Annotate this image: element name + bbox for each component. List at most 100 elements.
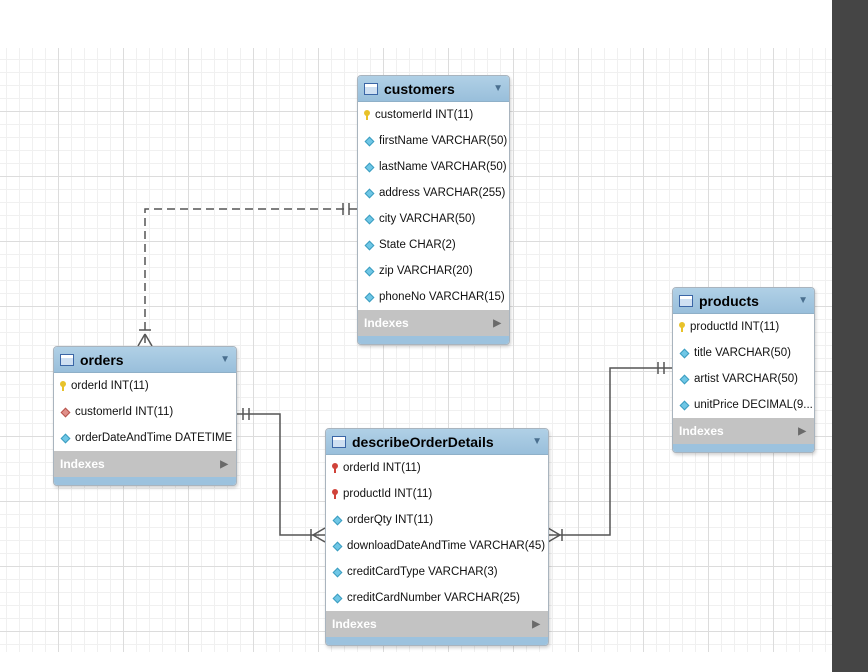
column-label: productId INT(11) (343, 488, 433, 500)
table-header[interactable]: describeOrderDetails ▼ (326, 429, 548, 455)
column-label: artist VARCHAR(50) (694, 373, 798, 385)
expand-arrow-icon[interactable]: ▶ (220, 458, 228, 470)
collapse-arrow-icon[interactable]: ▼ (220, 354, 230, 365)
column-row[interactable]: downloadDateAndTime VARCHAR(45) (326, 533, 548, 559)
indexes-label: Indexes (679, 424, 724, 438)
column-icon (679, 374, 690, 384)
expand-arrow-icon[interactable]: ▶ (493, 317, 501, 329)
table-footer (326, 637, 548, 645)
column-label: orderId INT(11) (71, 380, 149, 392)
table-icon (364, 82, 378, 95)
table-icon (332, 435, 346, 448)
column-row[interactable]: unitPrice DECIMAL(9... (673, 392, 814, 418)
column-row[interactable]: creditCardType VARCHAR(3) (326, 559, 548, 585)
column-label: orderQty INT(11) (347, 514, 434, 526)
column-icon (364, 162, 375, 172)
table-footer (54, 477, 236, 485)
table-name: orders (80, 351, 124, 368)
column-label: lastName VARCHAR(50) (379, 161, 507, 173)
column-row[interactable]: orderDateAndTime DATETIME (54, 425, 236, 451)
column-label: customerId INT(11) (375, 109, 474, 121)
column-row[interactable]: address VARCHAR(255) (358, 180, 509, 206)
column-row[interactable]: productId INT(11) (326, 481, 548, 507)
column-label: zip VARCHAR(20) (379, 265, 473, 277)
table-header[interactable]: products ▼ (673, 288, 814, 314)
column-icon (679, 348, 690, 358)
column-row[interactable]: phoneNo VARCHAR(15) (358, 284, 509, 310)
column-row[interactable]: city VARCHAR(50) (358, 206, 509, 232)
column-label: customerId INT(11) (75, 406, 174, 418)
table-name: products (699, 292, 759, 309)
primary-foreign-key-icon (332, 489, 338, 499)
column-icon (364, 266, 375, 276)
column-label: phoneNo VARCHAR(15) (379, 291, 505, 303)
column-row[interactable]: lastName VARCHAR(50) (358, 154, 509, 180)
indexes-label: Indexes (364, 316, 409, 330)
table-icon (679, 294, 693, 307)
column-label: unitPrice DECIMAL(9... (694, 399, 813, 411)
column-label: downloadDateAndTime VARCHAR(45) (347, 540, 546, 552)
table-icon (60, 353, 74, 366)
column-icon (364, 240, 375, 250)
primary-foreign-key-icon (332, 463, 338, 473)
column-label: creditCardNumber VARCHAR(25) (347, 592, 520, 604)
table-name: describeOrderDetails (352, 433, 494, 450)
expand-arrow-icon[interactable]: ▶ (798, 425, 806, 437)
column-icon (60, 433, 71, 443)
indexes-section[interactable]: Indexes ▶ (326, 611, 548, 637)
column-row[interactable]: zip VARCHAR(20) (358, 258, 509, 284)
column-label: productId INT(11) (690, 321, 780, 333)
table-header[interactable]: customers ▼ (358, 76, 509, 102)
rel-products-details[interactable] (547, 362, 672, 543)
column-icon (332, 541, 343, 551)
right-sidebar-panel (832, 0, 868, 672)
table-orders[interactable]: orders ▼ orderId INT(11) customerId INT(… (53, 346, 237, 486)
table-customers[interactable]: customers ▼ customerId INT(11) firstName… (357, 75, 510, 345)
column-icon (364, 188, 375, 198)
indexes-label: Indexes (332, 617, 377, 631)
column-row[interactable]: State CHAR(2) (358, 232, 509, 258)
collapse-arrow-icon[interactable]: ▼ (798, 295, 808, 306)
table-products[interactable]: products ▼ productId INT(11) title VARCH… (672, 287, 815, 453)
column-row[interactable]: orderQty INT(11) (326, 507, 548, 533)
column-icon (332, 567, 343, 577)
primary-key-icon (679, 322, 685, 332)
column-row[interactable]: artist VARCHAR(50) (673, 366, 814, 392)
column-label: address VARCHAR(255) (379, 187, 506, 199)
primary-key-icon (60, 381, 66, 391)
indexes-section[interactable]: Indexes ▶ (54, 451, 236, 477)
column-icon (364, 214, 375, 224)
column-icon (332, 515, 343, 525)
foreign-key-icon (60, 407, 71, 417)
column-row[interactable]: creditCardNumber VARCHAR(25) (326, 585, 548, 611)
diagram-canvas[interactable]: customers ▼ customerId INT(11) firstName… (0, 0, 832, 672)
table-footer (358, 336, 509, 344)
indexes-section[interactable]: Indexes ▶ (673, 418, 814, 444)
collapse-arrow-icon[interactable]: ▼ (493, 83, 503, 94)
table-footer (673, 444, 814, 452)
column-row[interactable]: firstName VARCHAR(50) (358, 128, 509, 154)
column-icon (332, 593, 343, 603)
column-label: firstName VARCHAR(50) (379, 135, 508, 147)
column-row[interactable]: customerId INT(11) (358, 102, 509, 128)
column-row[interactable]: productId INT(11) (673, 314, 814, 340)
column-row[interactable]: title VARCHAR(50) (673, 340, 814, 366)
rel-orders-details[interactable] (236, 408, 326, 543)
table-header[interactable]: orders ▼ (54, 347, 236, 373)
column-row[interactable]: orderId INT(11) (54, 373, 236, 399)
primary-key-icon (364, 110, 370, 120)
column-label: State CHAR(2) (379, 239, 456, 251)
column-row[interactable]: customerId INT(11) (54, 399, 236, 425)
collapse-arrow-icon[interactable]: ▼ (532, 436, 542, 447)
column-label: title VARCHAR(50) (694, 347, 791, 359)
column-label: orderId INT(11) (343, 462, 421, 474)
column-icon (364, 136, 375, 146)
column-row[interactable]: orderId INT(11) (326, 455, 548, 481)
expand-arrow-icon[interactable]: ▶ (532, 618, 540, 630)
indexes-section[interactable]: Indexes ▶ (358, 310, 509, 336)
column-label: creditCardType VARCHAR(3) (347, 566, 498, 578)
table-describeorderdetails[interactable]: describeOrderDetails ▼ orderId INT(11) p… (325, 428, 549, 646)
rel-customers-orders[interactable] (137, 203, 357, 347)
relationship-lines (137, 203, 672, 543)
column-icon (679, 400, 690, 410)
